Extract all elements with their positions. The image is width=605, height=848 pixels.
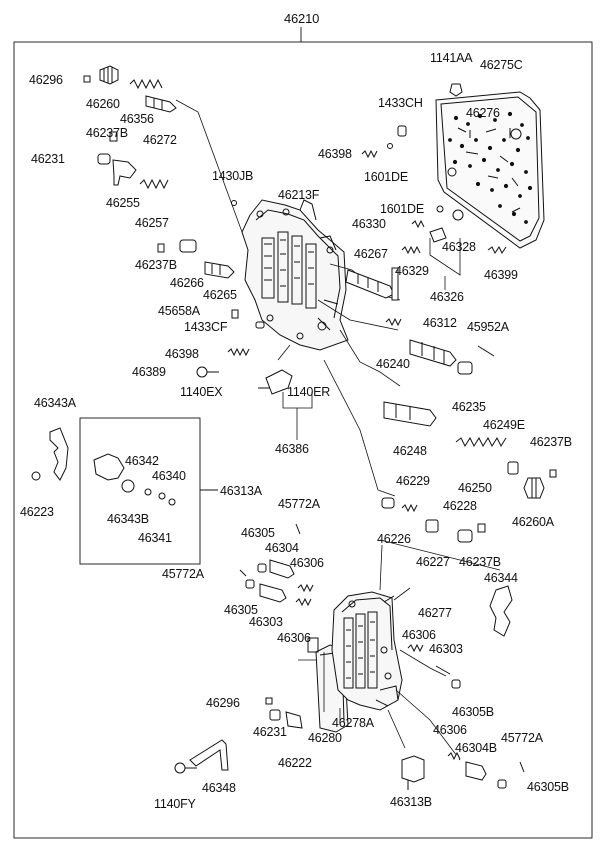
- part-label-45772A[interactable]: 45772A: [501, 731, 543, 745]
- part-label-46305[interactable]: 46305: [224, 603, 258, 617]
- part-label-46266[interactable]: 46266: [170, 276, 204, 290]
- part-label-1433CH[interactable]: 1433CH: [378, 96, 423, 110]
- part-label-46304[interactable]: 46304: [265, 541, 299, 555]
- part-label-46296[interactable]: 46296: [206, 696, 240, 710]
- part-label-46306[interactable]: 46306: [290, 556, 324, 570]
- part-label-46306[interactable]: 46306: [433, 723, 467, 737]
- part-label-46340[interactable]: 46340: [152, 469, 186, 483]
- part-label-46222[interactable]: 46222: [278, 756, 312, 770]
- part-label-46267[interactable]: 46267: [354, 247, 388, 261]
- part-label-46303[interactable]: 46303: [429, 642, 463, 656]
- part-label-1601DE-upper[interactable]: 1601DE: [364, 170, 408, 184]
- part-label-1433CF[interactable]: 1433CF: [184, 320, 228, 334]
- part-label-46275C[interactable]: 46275C: [480, 58, 523, 72]
- part-label-1140ER[interactable]: 1140ER: [287, 385, 331, 399]
- part-label-46329[interactable]: 46329: [395, 264, 429, 278]
- part-label-46312[interactable]: 46312: [423, 316, 457, 330]
- part-label-46296[interactable]: 46296: [29, 73, 63, 87]
- part-label-46342[interactable]: 46342: [125, 454, 159, 468]
- part-label-46237B[interactable]: 46237B: [86, 126, 128, 140]
- part-label-46341[interactable]: 46341: [138, 531, 172, 545]
- part-label-46305B[interactable]: 46305B: [452, 705, 494, 719]
- part-label-46386[interactable]: 46386: [275, 442, 309, 456]
- part-label-46328[interactable]: 46328: [442, 240, 476, 254]
- leader-lines: [175, 99, 501, 761]
- part-label-46257[interactable]: 46257: [135, 216, 169, 230]
- part-label-46326[interactable]: 46326: [430, 290, 464, 304]
- part-label-46260A[interactable]: 46260A: [512, 515, 554, 529]
- part-label-45772A[interactable]: 45772A: [278, 497, 320, 511]
- part-label-46306[interactable]: 46306: [402, 628, 436, 642]
- part-label-46255[interactable]: 46255: [106, 196, 140, 210]
- part-label-46265[interactable]: 46265: [203, 288, 237, 302]
- part-label-46231[interactable]: 46231: [253, 725, 287, 739]
- part-label-46344[interactable]: 46344: [484, 571, 518, 585]
- part-label-46348[interactable]: 46348: [202, 781, 236, 795]
- part-label-45952A[interactable]: 45952A: [467, 320, 509, 334]
- solenoid-subframe: [79, 417, 201, 565]
- part-label-46277[interactable]: 46277: [418, 606, 452, 620]
- part-label-1430JB[interactable]: 1430JB: [212, 169, 254, 183]
- part-label-46240[interactable]: 46240: [376, 357, 410, 371]
- part-label-46248[interactable]: 46248: [393, 444, 427, 458]
- part-label-46356[interactable]: 46356: [120, 112, 154, 126]
- part-label-46303[interactable]: 46303: [249, 615, 283, 629]
- part-label-1140FY[interactable]: 1140FY: [154, 797, 196, 811]
- part-label-46305[interactable]: 46305: [241, 526, 275, 540]
- part-label-46343B[interactable]: 46343B: [107, 512, 149, 526]
- part-label-46313A[interactable]: 46313A: [220, 484, 262, 498]
- part-label-45772A[interactable]: 45772A: [162, 567, 204, 581]
- part-label-46223[interactable]: 46223: [20, 505, 54, 519]
- part-label-46343A[interactable]: 46343A: [34, 396, 76, 410]
- part-label-1601DE-lower[interactable]: 1601DE: [380, 202, 424, 216]
- part-label-46250[interactable]: 46250: [458, 481, 492, 495]
- part-label-46249E[interactable]: 46249E: [483, 418, 525, 432]
- part-label-46237B[interactable]: 46237B: [135, 258, 177, 272]
- part-label-46229[interactable]: 46229: [396, 474, 430, 488]
- part-label-46305B[interactable]: 46305B: [527, 780, 569, 794]
- main-frame: [13, 41, 593, 839]
- part-label-46398-upper[interactable]: 46398: [318, 147, 352, 161]
- part-label-46304B[interactable]: 46304B: [455, 741, 497, 755]
- part-label-46260[interactable]: 46260: [86, 97, 120, 111]
- part-label-46398-lower[interactable]: 46398: [165, 347, 199, 361]
- part-label-46227[interactable]: 46227: [416, 555, 450, 569]
- part-label-46278A[interactable]: 46278A: [332, 716, 374, 730]
- part-label-46280[interactable]: 46280: [308, 731, 342, 745]
- part-label-46313B[interactable]: 46313B: [390, 795, 432, 809]
- part-label-46306[interactable]: 46306: [277, 631, 311, 645]
- part-label-45658A[interactable]: 45658A: [158, 304, 200, 318]
- part-label-46237B[interactable]: 46237B: [530, 435, 572, 449]
- part-label-46231[interactable]: 46231: [31, 152, 65, 166]
- part-label-1141AA[interactable]: 1141AA: [430, 51, 473, 65]
- part-label-46272[interactable]: 46272: [143, 133, 177, 147]
- part-label-46235[interactable]: 46235: [452, 400, 486, 414]
- separator-plate-graphic: [435, 91, 545, 249]
- part-label-46330[interactable]: 46330: [352, 217, 386, 231]
- part-label-46228[interactable]: 46228: [443, 499, 477, 513]
- lower-valve-body-graphic: [307, 591, 403, 733]
- part-label-46399[interactable]: 46399: [484, 268, 518, 282]
- part-label-46213F[interactable]: 46213F: [278, 188, 320, 202]
- upper-valve-body-graphic: [241, 199, 349, 351]
- part-label-46226[interactable]: 46226: [377, 532, 411, 546]
- part-label-1140EX[interactable]: 1140EX: [180, 385, 223, 399]
- diagram-title: 46210: [284, 11, 320, 26]
- part-label-46276[interactable]: 46276: [466, 106, 500, 120]
- part-label-46237B[interactable]: 46237B: [459, 555, 501, 569]
- part-label-46389[interactable]: 46389: [132, 365, 166, 379]
